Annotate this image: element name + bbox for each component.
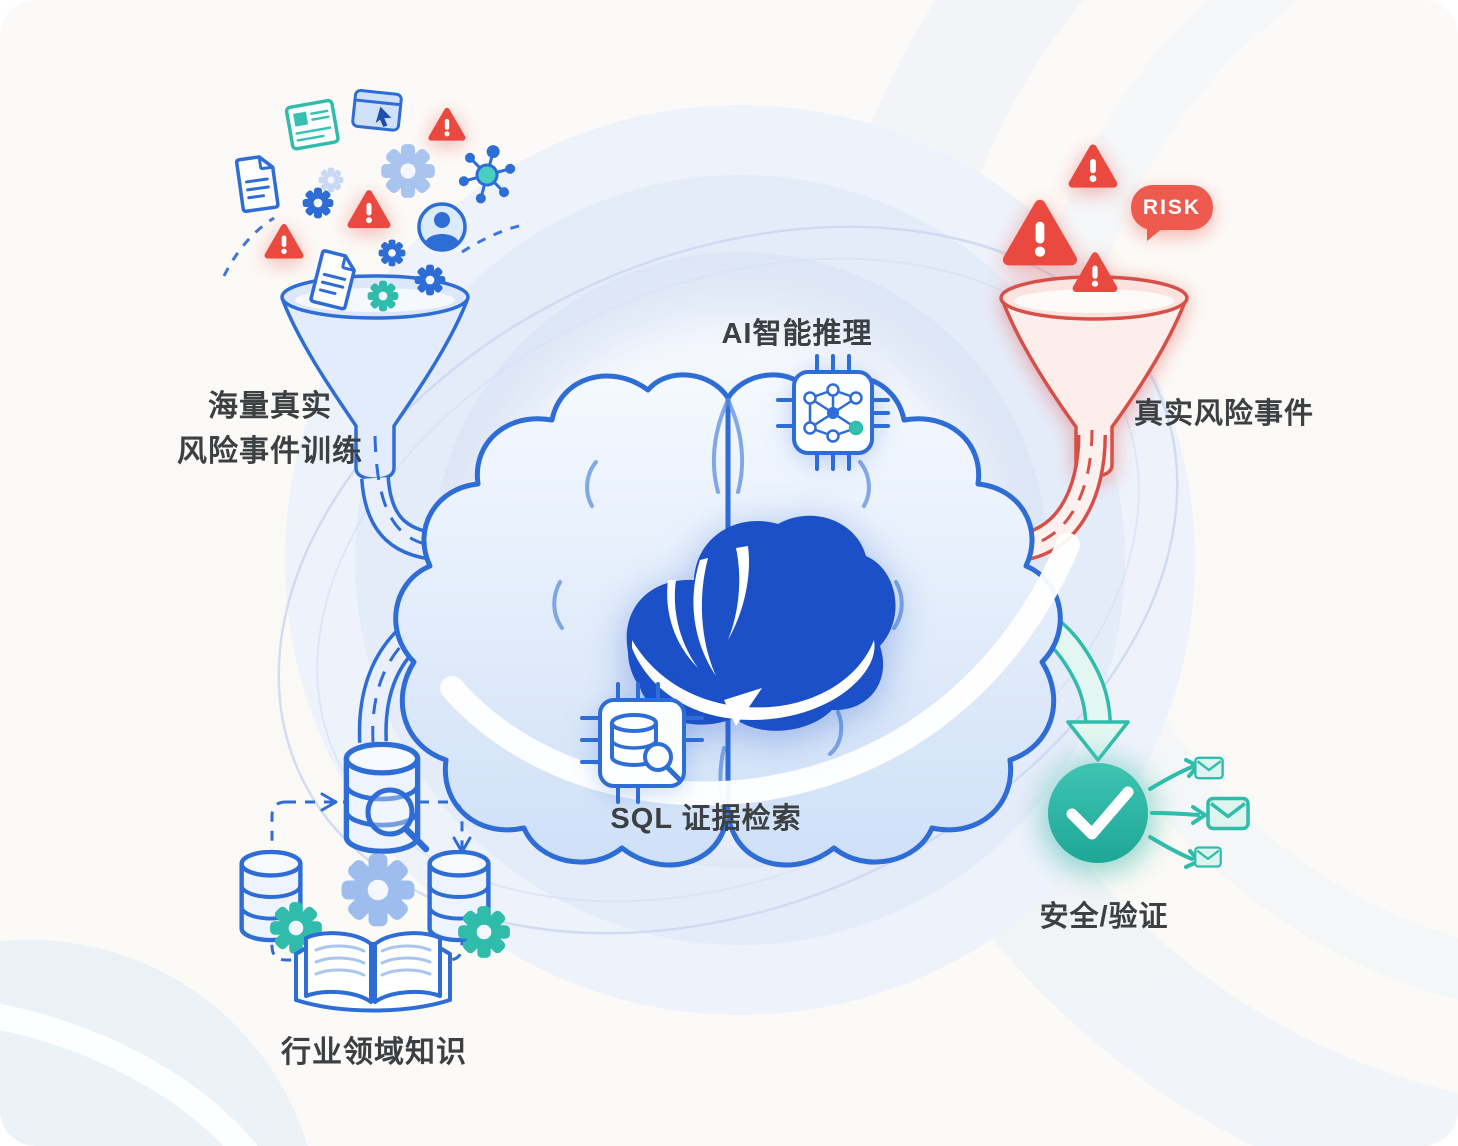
gear-icon [381,144,435,198]
dashed-cycle [270,800,464,962]
arrow-down-icon [1066,720,1130,762]
verification-cluster [1036,751,1250,875]
magnifier-icon [365,787,415,837]
envelope-icon [1194,846,1222,868]
gear-icon [367,280,399,312]
gear-icon [378,239,406,267]
envelope-icon [1194,756,1224,780]
training-funnel-group [222,88,529,481]
book-icon [294,931,452,1013]
dashed-arc-right [461,222,529,254]
risk-badge: RISK [1131,185,1213,241]
sql-chip-icon [580,682,704,804]
warning-icon [268,227,301,256]
gear-icon [414,264,446,296]
newspaper-icon [284,98,340,151]
cloud-logo-icon [626,515,896,731]
gear-icon [302,187,334,219]
envelope-icon [1206,796,1250,831]
gear-icon [318,167,344,193]
knowledge-cluster [242,744,510,1013]
gear-icon [341,853,415,927]
risk-funnel-group [999,148,1189,478]
orbit-swoosh [440,533,1080,806]
gear-icon [458,906,510,958]
dashed-arc-left [222,216,275,277]
warning-icon [351,194,387,225]
ai-chip-icon [776,354,890,471]
send-arrows [1148,758,1207,869]
document-icon [234,153,281,214]
molecule-icon [458,145,516,204]
warning-icon [431,111,462,138]
check-circle-icon [1048,763,1148,863]
browser-icon [351,88,403,132]
user-avatar-icon [417,202,467,252]
